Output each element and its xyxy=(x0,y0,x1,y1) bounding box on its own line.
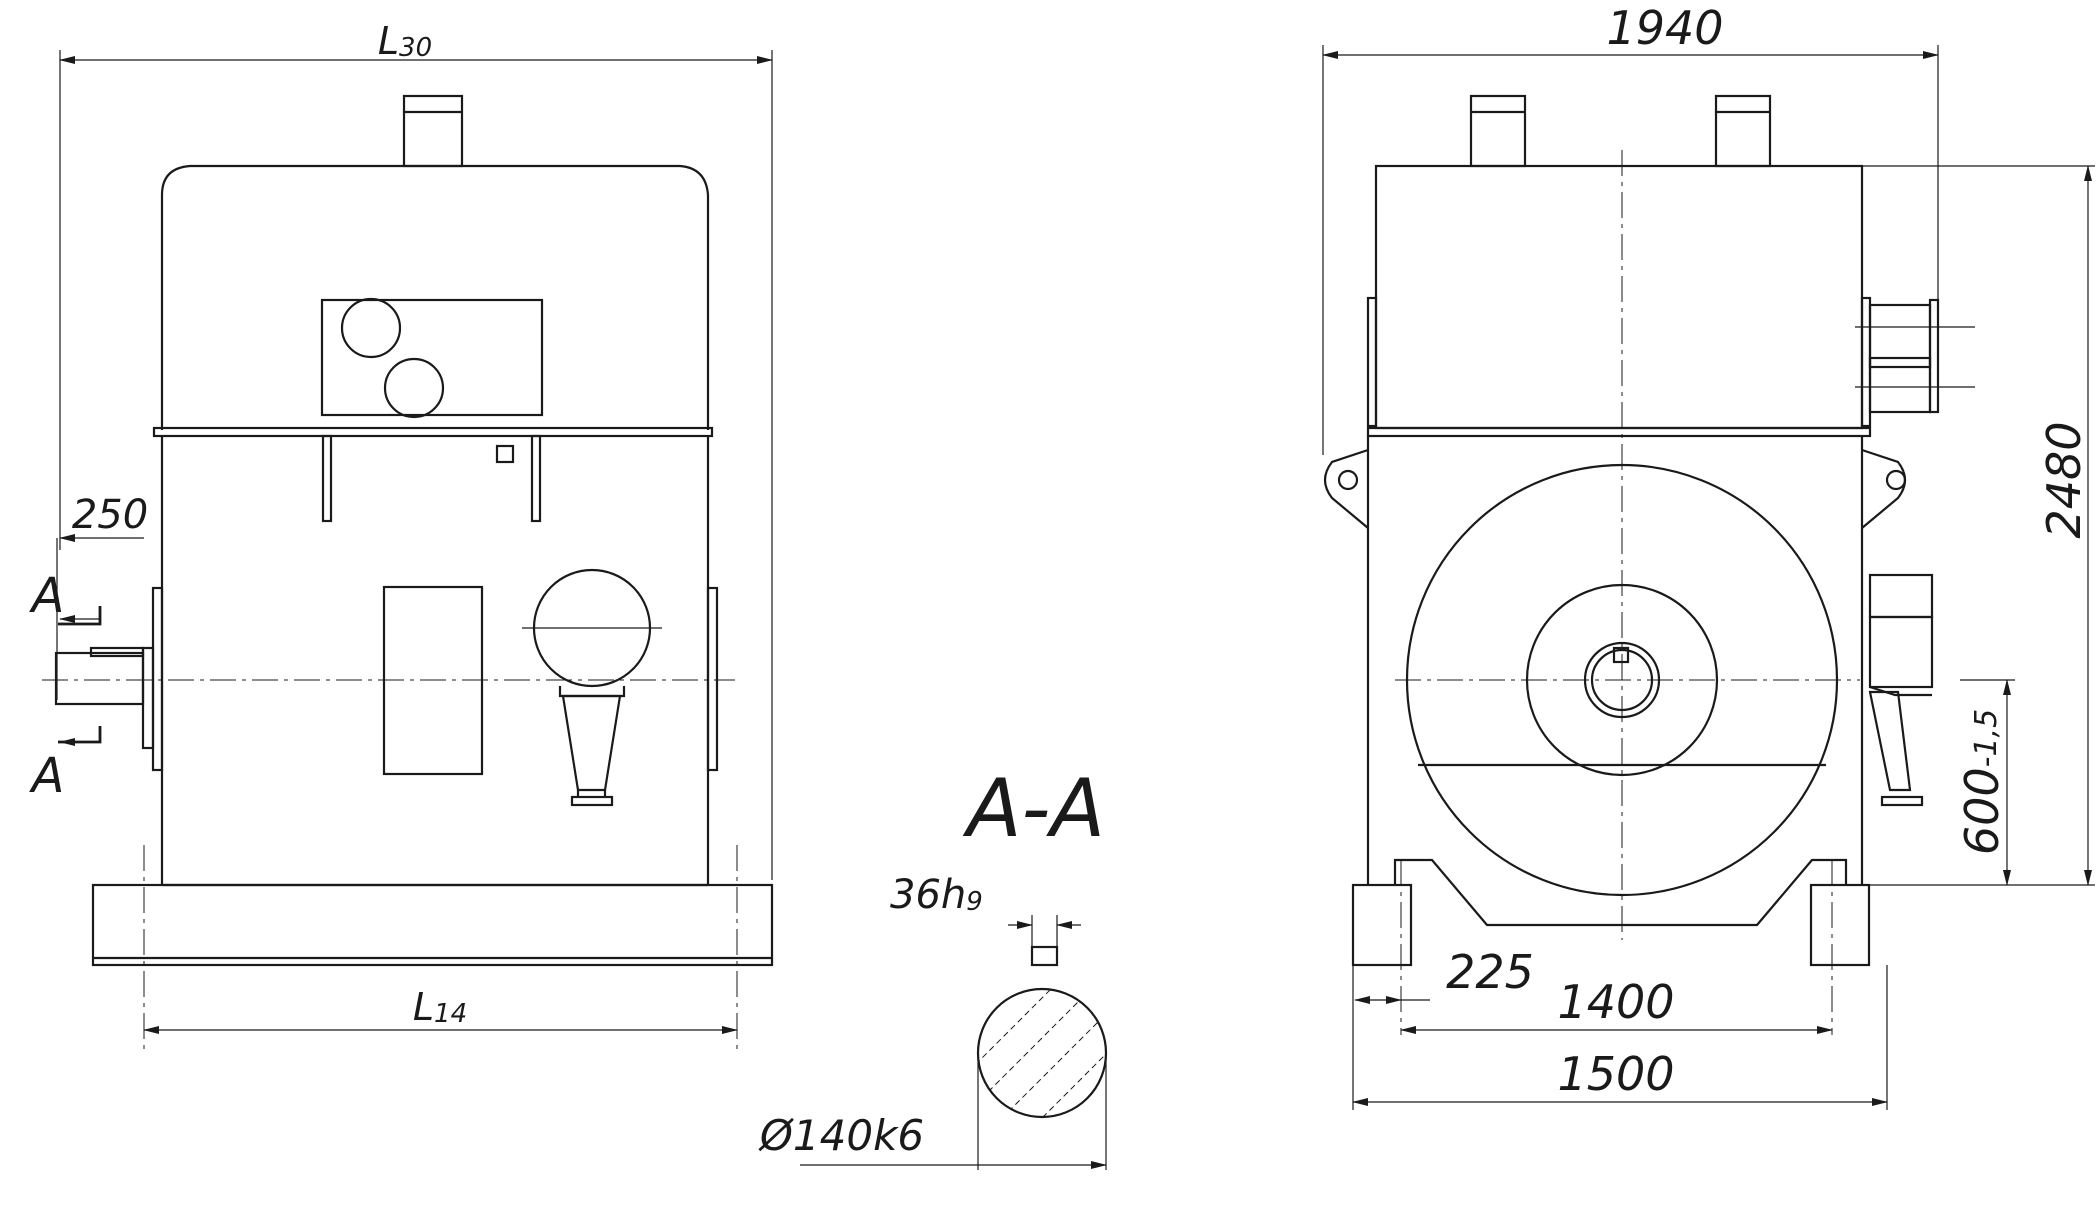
front-flange-band xyxy=(152,426,714,438)
svg-text:L14: L14 xyxy=(413,985,467,1029)
svg-text:600-1,5: 600-1,5 xyxy=(1955,709,2009,855)
front-base-frame xyxy=(91,883,774,967)
front-shaft-stub xyxy=(54,651,145,706)
dim-l30-main: L xyxy=(378,19,399,63)
svg-text:36h9: 36h9 xyxy=(890,872,983,918)
front-upper-housing xyxy=(160,164,710,430)
dim-600: 600 xyxy=(1955,767,2009,855)
dim-225: 225 xyxy=(1446,945,1534,999)
lifting-lug-left xyxy=(1323,448,1369,529)
section-aa: A-A 36h9 Ø140k6 xyxy=(758,762,1108,1170)
dim-600-tolerance: -1,5 xyxy=(1969,709,2004,768)
shaft-section-circle xyxy=(976,987,1108,1119)
dim-250: 250 xyxy=(72,492,148,538)
dim-shaft-diameter: Ø140k6 xyxy=(758,1111,924,1160)
shaft-keyway xyxy=(1030,945,1059,967)
section-title: A-A xyxy=(962,762,1105,855)
section-mark-bottom: A xyxy=(29,748,65,804)
dim-l30-sub: 30 xyxy=(399,33,432,63)
dim-key-width: 36h xyxy=(890,872,966,918)
side-view: 1940 2480 600-1,5 225 1400 1500 xyxy=(1322,1,2095,1110)
front-nozzle xyxy=(561,694,622,792)
dim-2480: 2480 xyxy=(2037,421,2091,538)
side-flange-band xyxy=(1366,426,1872,438)
front-view: L30 250 A A L14 xyxy=(29,19,774,1050)
side-foot-left xyxy=(1351,883,1413,967)
svg-text:L30: L30 xyxy=(378,19,432,63)
front-terminal-box xyxy=(320,298,544,417)
section-mark-top: A xyxy=(29,568,65,624)
side-base-skirt xyxy=(1393,858,1848,927)
side-upper-housing xyxy=(1374,164,1864,430)
side-foot-right xyxy=(1809,883,1871,967)
dim-key-width-sub: 9 xyxy=(966,887,983,917)
dim-l14-main: L xyxy=(413,985,434,1029)
dim-1500: 1500 xyxy=(1557,1047,1674,1101)
dim-1400: 1400 xyxy=(1557,975,1674,1029)
front-top-pipe xyxy=(402,94,464,168)
dim-1940: 1940 xyxy=(1606,1,1723,55)
dim-l14-sub: 14 xyxy=(434,999,467,1029)
